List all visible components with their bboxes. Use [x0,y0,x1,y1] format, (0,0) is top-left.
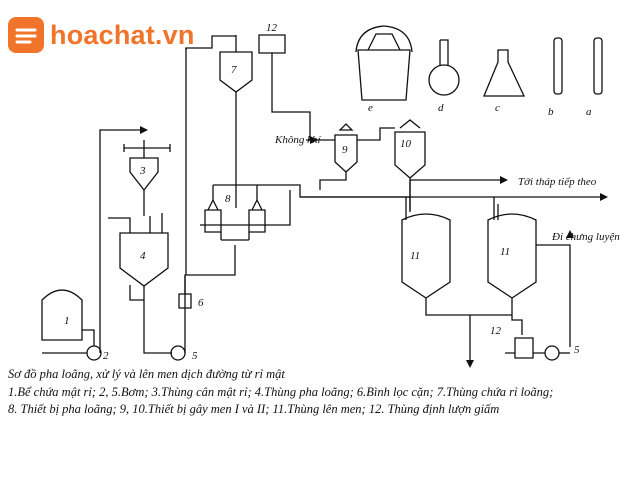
metering-tank-12-bottom [515,338,533,358]
molasses-tank-1 [42,290,82,340]
vessel-label-a: a [586,106,592,118]
flask-d [429,65,459,95]
num-11-right: 11 [500,246,511,258]
brand-logo[interactable]: hoachat.vn [8,16,195,54]
caption-title: Sơ đồ pha loãng, xử lý và lên men dịch đ… [8,367,285,381]
num-4: 4 [140,250,146,262]
num-5-left: 5 [192,350,198,362]
flask-c [484,50,524,96]
caption-line-1: 1.Bể chứa mật rỉ; 2, 5.Bơm; 3.Thùng cân … [8,384,554,399]
air-label: Không khí [275,134,321,146]
seed-vessel-9 [335,135,357,172]
flask-logo-icon [8,17,44,53]
to-next-tower-label: Tới tháp tiếp theo [518,176,597,188]
brand-name: hoachat.vn [50,19,195,50]
num-8: 8 [225,193,231,205]
num-2: 2 [103,350,109,362]
caption-line-2: 8. Thiết bị pha loãng; 9, 10.Thiết bị gâ… [8,402,500,416]
seed-vessel-10 [395,132,425,178]
vessel-label-e: e [368,102,373,114]
num-1: 1 [64,315,70,327]
figure-caption: Sơ đồ pha loãng, xử lý và lên men dịch đ… [8,366,633,419]
fermenter-11-left [402,214,450,298]
weigh-tank-3 [130,158,158,190]
to-distillation-label: Đi chưng luyện [552,231,620,243]
num-12-bottom: 12 [490,325,501,337]
fermenter-11-right [488,214,536,298]
tank-7 [220,52,252,92]
tube-a [594,38,602,94]
num-11-left: 11 [410,250,421,262]
num-10: 10 [400,138,411,150]
vessel-label-b: b [548,106,554,118]
num-5-right: 5 [574,344,580,356]
num-7: 7 [231,64,237,76]
dilution-tank-4 [120,233,168,286]
num-3: 3 [140,165,146,177]
vessel-label-c: c [495,102,500,114]
num-9: 9 [342,144,348,156]
tube-b [554,38,562,94]
num-6: 6 [198,297,204,309]
vessel-label-d: d [438,102,444,114]
vessel-e [358,34,410,100]
num-12-top: 12 [266,22,277,34]
